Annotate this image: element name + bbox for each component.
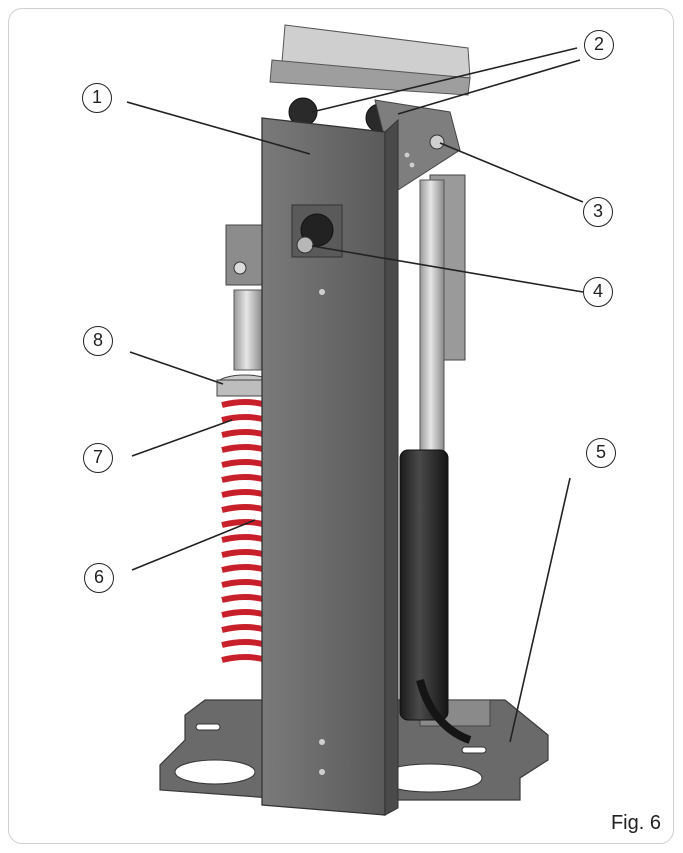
leader-7 <box>131 419 233 457</box>
callout-4: 4 <box>583 277 613 307</box>
leader-2b <box>397 59 581 115</box>
leader-lines <box>126 47 584 743</box>
leader-2a <box>311 47 578 113</box>
callout-5: 5 <box>586 438 616 468</box>
callout-7: 7 <box>83 443 113 473</box>
figure-label: Fig. 6 <box>610 812 661 834</box>
base-cutout-left <box>174 759 256 785</box>
leader-8 <box>129 351 224 385</box>
leader-5 <box>509 477 571 743</box>
leader-6 <box>131 519 256 571</box>
connector-screw <box>296 236 314 254</box>
callout-2: 2 <box>584 30 614 60</box>
leader-4 <box>311 245 584 293</box>
leader-3 <box>439 142 584 203</box>
figure-frame <box>8 8 674 844</box>
callout-1: 1 <box>82 83 112 113</box>
electric-actuator <box>399 174 472 744</box>
top-rail <box>269 24 471 191</box>
pivot-pin <box>429 134 445 150</box>
callout-6: 6 <box>84 563 114 593</box>
main-column-plate <box>261 117 399 816</box>
callout-8: 8 <box>83 326 113 356</box>
callout-3: 3 <box>583 197 613 227</box>
leader-1 <box>126 101 311 155</box>
